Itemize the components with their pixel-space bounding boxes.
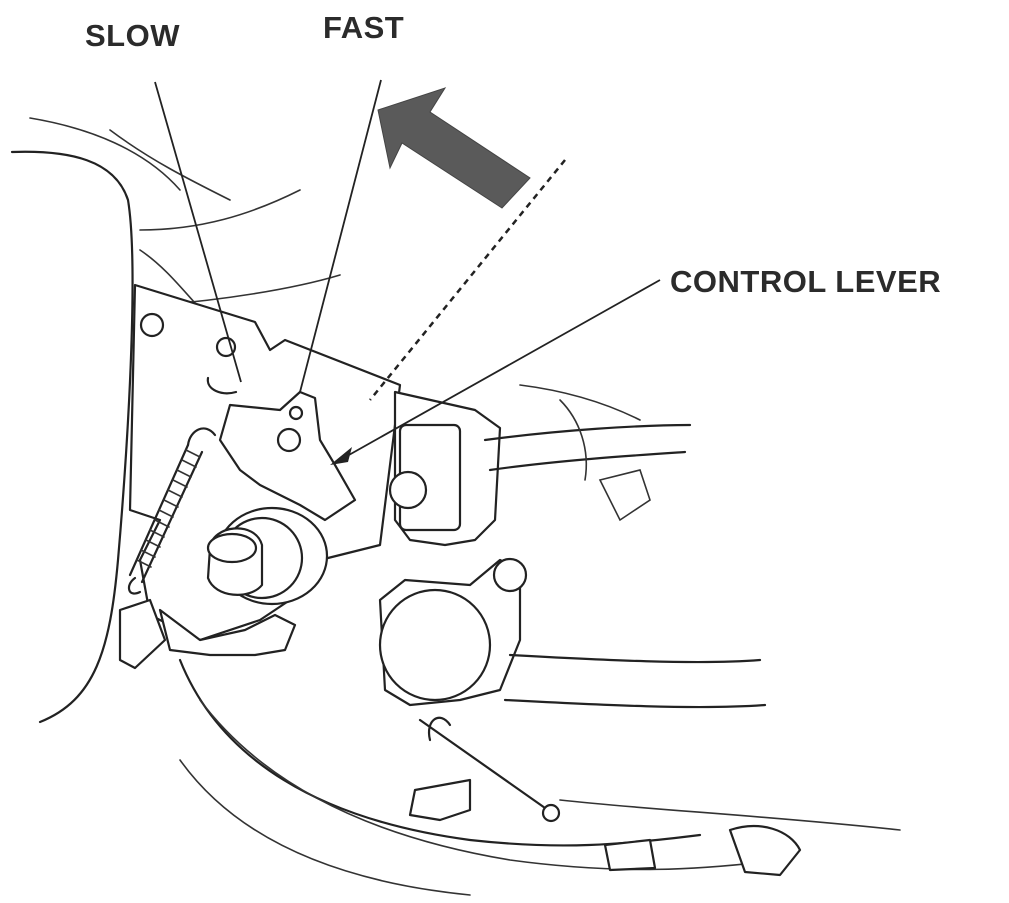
rod-end	[541, 803, 561, 823]
governor-spring	[127, 427, 217, 595]
lower-bracket	[158, 608, 297, 657]
plate-hole	[139, 312, 165, 338]
tube-upper	[483, 423, 692, 442]
tube-lower	[508, 653, 762, 664]
carb-bowl	[378, 588, 492, 702]
lever-hole-large	[276, 427, 302, 453]
fast-leader-line	[299, 79, 382, 393]
slow-leader-line	[154, 81, 242, 383]
slow-label: SLOW	[85, 18, 180, 53]
shroud-inner-curve	[29, 117, 181, 191]
control-lever-label: CONTROL LEVER	[670, 264, 942, 299]
control-lever-leader-line	[339, 279, 661, 461]
fast-label: FAST	[323, 10, 405, 45]
guide-line	[369, 159, 566, 401]
control-lever-leader-arrow	[330, 447, 352, 465]
carb-knob	[492, 557, 528, 593]
lever-hole-small	[288, 405, 304, 421]
engine-shroud	[10, 150, 134, 724]
carb-screw	[388, 470, 428, 510]
direction-arrow-icon	[377, 87, 531, 209]
linkage-rod	[418, 718, 557, 817]
